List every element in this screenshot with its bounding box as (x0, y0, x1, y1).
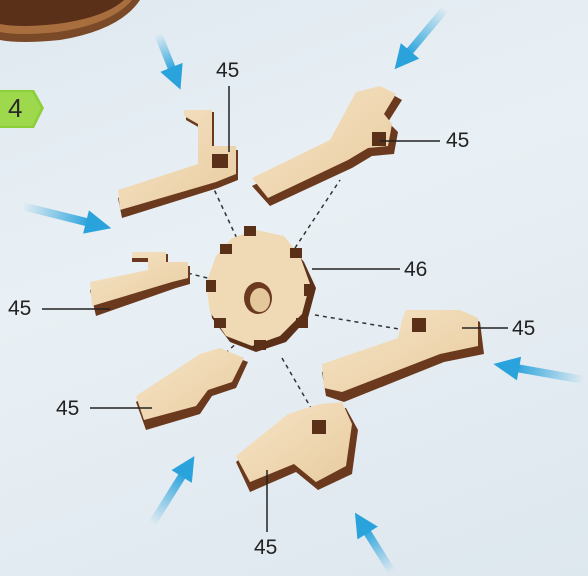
arrow-right-icon (491, 352, 586, 392)
arrow-bottom-right-icon (345, 506, 402, 576)
tooth-part-upper-right (252, 86, 402, 206)
step-number: 4 (8, 93, 22, 124)
part-label-tooth-lower-left: 45 (56, 398, 79, 419)
tooth-part-lower-right (236, 402, 358, 492)
tooth-part-right (322, 310, 484, 402)
part-label-tooth-left: 45 (8, 298, 31, 319)
part-label-tooth-bottom: 45 (254, 537, 277, 558)
arrow-bottom-left-icon (142, 450, 205, 531)
tooth-part-lower-left (136, 348, 248, 430)
tooth-part-left (90, 252, 190, 316)
step-badge: 4 (0, 88, 44, 128)
previous-assembly (0, 0, 140, 42)
arrow-left-icon (19, 194, 114, 240)
arrow-top-left-icon (147, 30, 192, 95)
part-label-tooth-upper-right: 45 (446, 130, 469, 151)
part-label-tooth-top: 45 (216, 60, 239, 81)
part-label-hub: 46 (404, 259, 427, 280)
part-label-tooth-right: 45 (512, 318, 535, 339)
arrow-top-right-icon (385, 0, 455, 77)
tooth-part-upper-left (118, 110, 238, 218)
hub-part-46 (206, 226, 316, 352)
